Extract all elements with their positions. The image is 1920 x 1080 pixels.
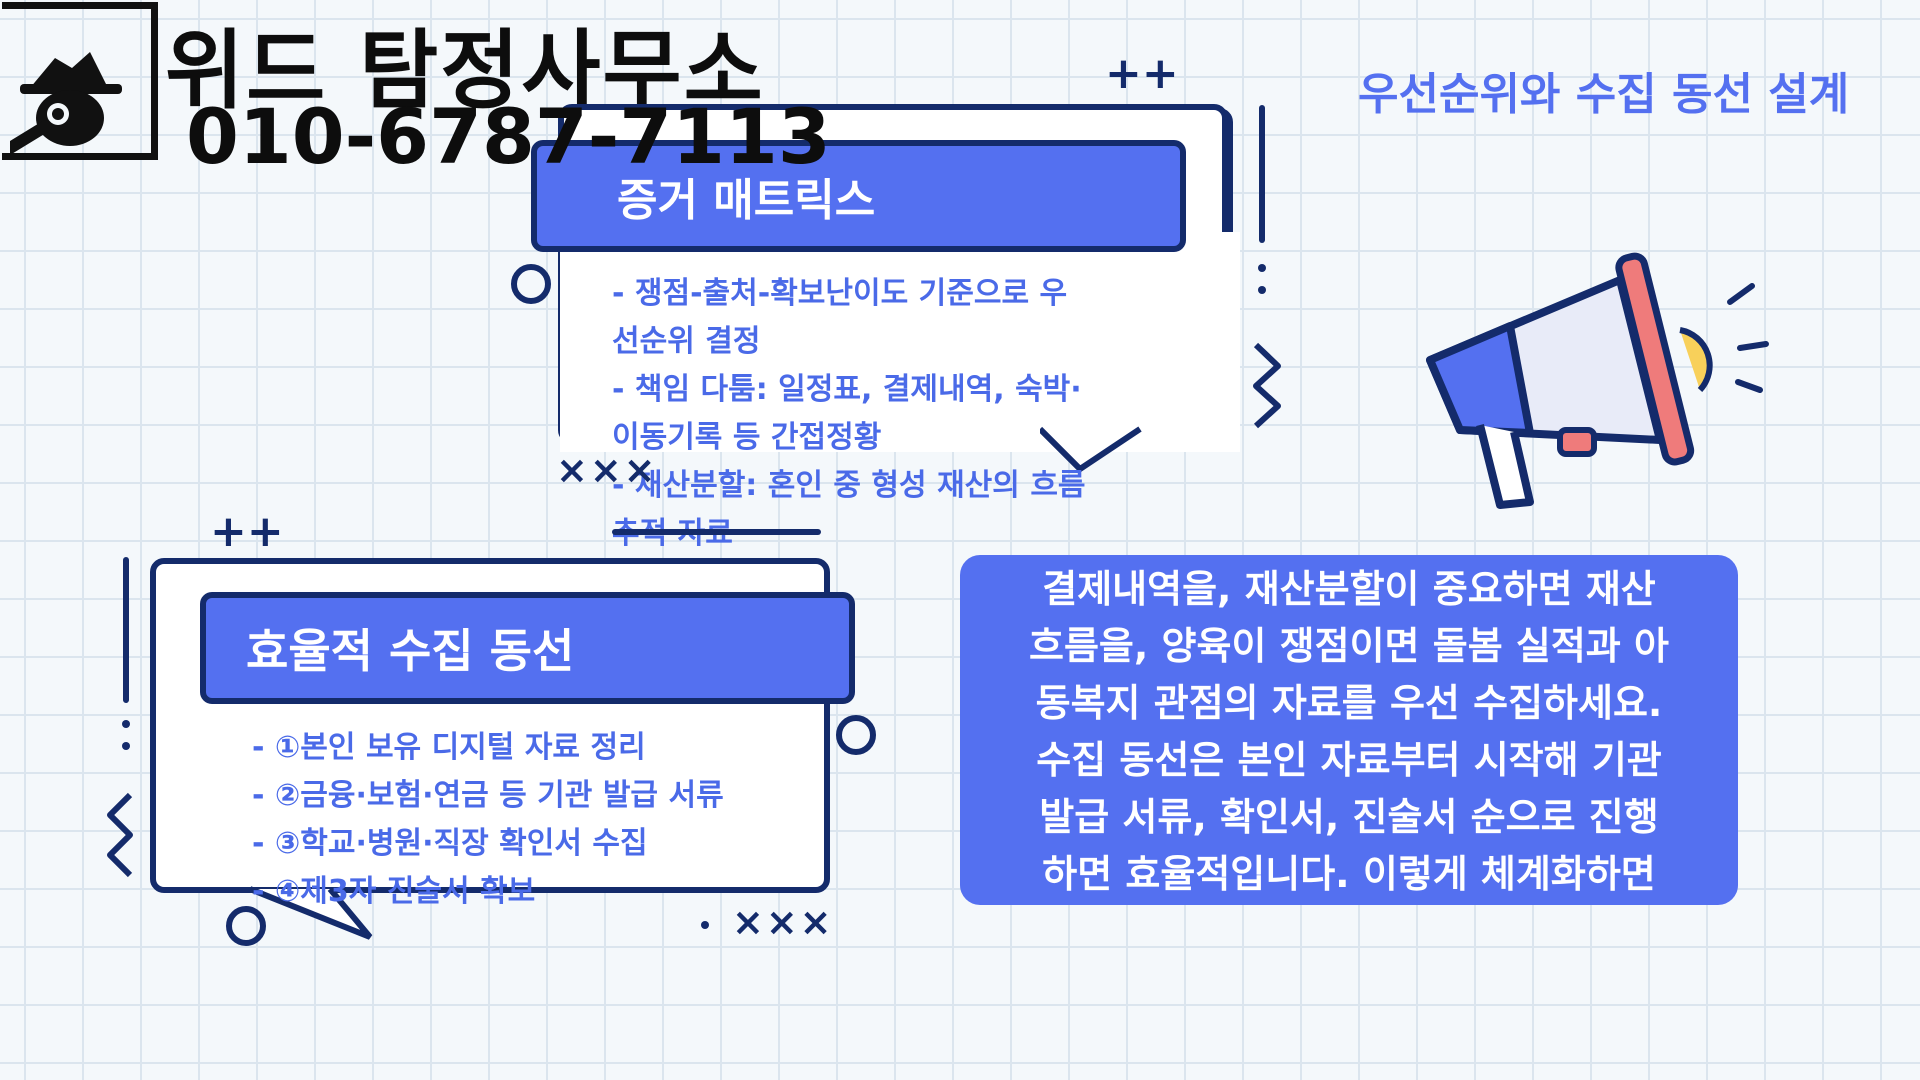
megaphone-icon [1426,252,1769,509]
collection-route-heading: 효율적 수집 동선 [200,592,855,704]
plus-decoration-left: ++ [210,506,284,557]
collection-route-list: - ①본인 보유 디지털 자료 정리 - ②금융·보험·연금 등 기관 발급 서… [252,724,724,916]
explanation-line-6: 하면 효율적입니다. 이렇게 체계화하면 [1042,852,1656,896]
explanation-line-3: 동복지 관점의 자료를 우선 수집하세요. [1035,681,1663,725]
cross-decoration-mid: ××× [556,448,658,492]
collection-route-heading-text: 효율적 수집 동선 [246,624,575,678]
route-line-1: - ①본인 보유 디지털 자료 정리 [252,730,646,765]
route-line-3: - ③학교·병원·직장 확인서 수집 [252,826,648,861]
evidence-line-1: - 쟁점-출처-확보난이도 기준으로 우 [612,276,1068,311]
explanation-line-4: 수집 동선은 본인 자료부터 시작해 기관 [1036,738,1662,782]
evidence-line-2: 선순위 결정 [612,324,761,359]
evidence-matrix-heading: 증거 매트릭스 [531,140,1186,252]
route-line-4: - ④제3자 진술서 확보 [252,874,536,909]
detective-logo-icon [10,52,122,154]
page-title: 우선순위와 수집 동선 설계 [1358,69,1850,120]
explanation-line-2: 흐름을, 양육이 쟁점이면 돌봄 실적과 아 [1029,624,1669,668]
evidence-card-fill [560,232,1240,452]
evidence-line-3: - 책임 다툼: 일정표, 결제내역, 숙박· [612,372,1082,407]
evidence-line-5: - 재산분할: 혼인 중 형성 재산의 흐름 [612,468,1086,503]
explanation-paragraph: 결제내역을, 재산분할이 중요하면 재산 흐름을, 양육이 쟁점이면 돌봄 실적… [960,555,1738,905]
logo-frame [2,2,158,160]
speech-tail-left-icon [250,886,373,940]
cross-decoration-bottom: ××× [732,900,834,944]
explanation-line-5: 발급 서류, 확인서, 진술서 순으로 진행 [1039,795,1659,839]
speech-tail-icon [1040,426,1142,473]
plus-decoration-top: ++ [1105,48,1179,99]
evidence-matrix-heading-text: 증거 매트릭스 [617,175,876,226]
route-line-2: - ②금융·보험·연금 등 기관 발급 서류 [252,778,724,813]
explanation-line-1: 결제내역을, 재산분할이 중요하면 재산 [1042,567,1656,611]
evidence-line-4: 이동기록 등 간접정황 [612,420,882,455]
brand-phone: 010-6787-7113 [186,92,831,181]
